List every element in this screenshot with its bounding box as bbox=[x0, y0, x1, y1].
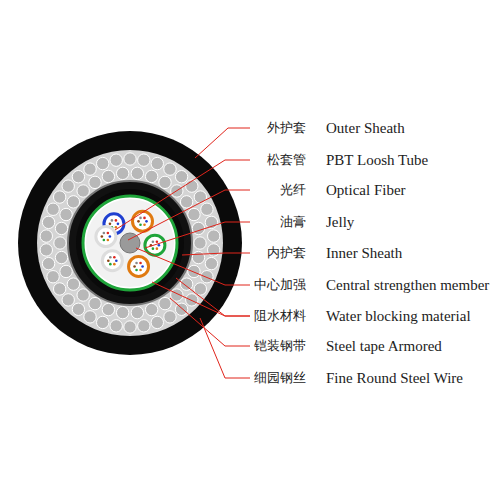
part-label-en: Steel tape Armored bbox=[326, 337, 442, 355]
part-label-en: Outer Sheath bbox=[326, 119, 405, 137]
part-label-en: Fine Round Steel Wire bbox=[326, 369, 463, 387]
part-label-zh: 内护套 bbox=[267, 245, 306, 261]
loose-tubes bbox=[96, 211, 165, 276]
part-label-en: Optical Fiber bbox=[326, 181, 406, 199]
part-label-zh: 油膏 bbox=[280, 214, 306, 230]
water-blocking-ring bbox=[83, 196, 177, 290]
part-label-zh: 中心加强 bbox=[254, 277, 306, 293]
part-label-zh: 铠装钢带 bbox=[254, 338, 306, 354]
leader-lines bbox=[115, 128, 250, 378]
part-label-en: PBT Loosh Tube bbox=[326, 151, 428, 169]
part-label-zh: 松套管 bbox=[267, 152, 306, 168]
part-label-en: Water blocking material bbox=[326, 307, 471, 325]
inner-sheath bbox=[76, 189, 184, 297]
part-label-zh: 光纤 bbox=[280, 182, 306, 198]
part-label-zh: 阻水材料 bbox=[254, 308, 306, 324]
part-label-en: Jelly bbox=[326, 213, 354, 231]
outer-sheath bbox=[18, 131, 242, 355]
part-label-en: Inner Sheath bbox=[326, 244, 402, 262]
steel-tape bbox=[68, 181, 192, 305]
part-label-zh: 外护套 bbox=[267, 120, 306, 136]
armor-wire-layer bbox=[37, 150, 223, 336]
part-label-zh: 细园钢丝 bbox=[254, 370, 306, 386]
part-label-en: Central strengthen member bbox=[326, 276, 489, 294]
central-member bbox=[120, 233, 140, 253]
